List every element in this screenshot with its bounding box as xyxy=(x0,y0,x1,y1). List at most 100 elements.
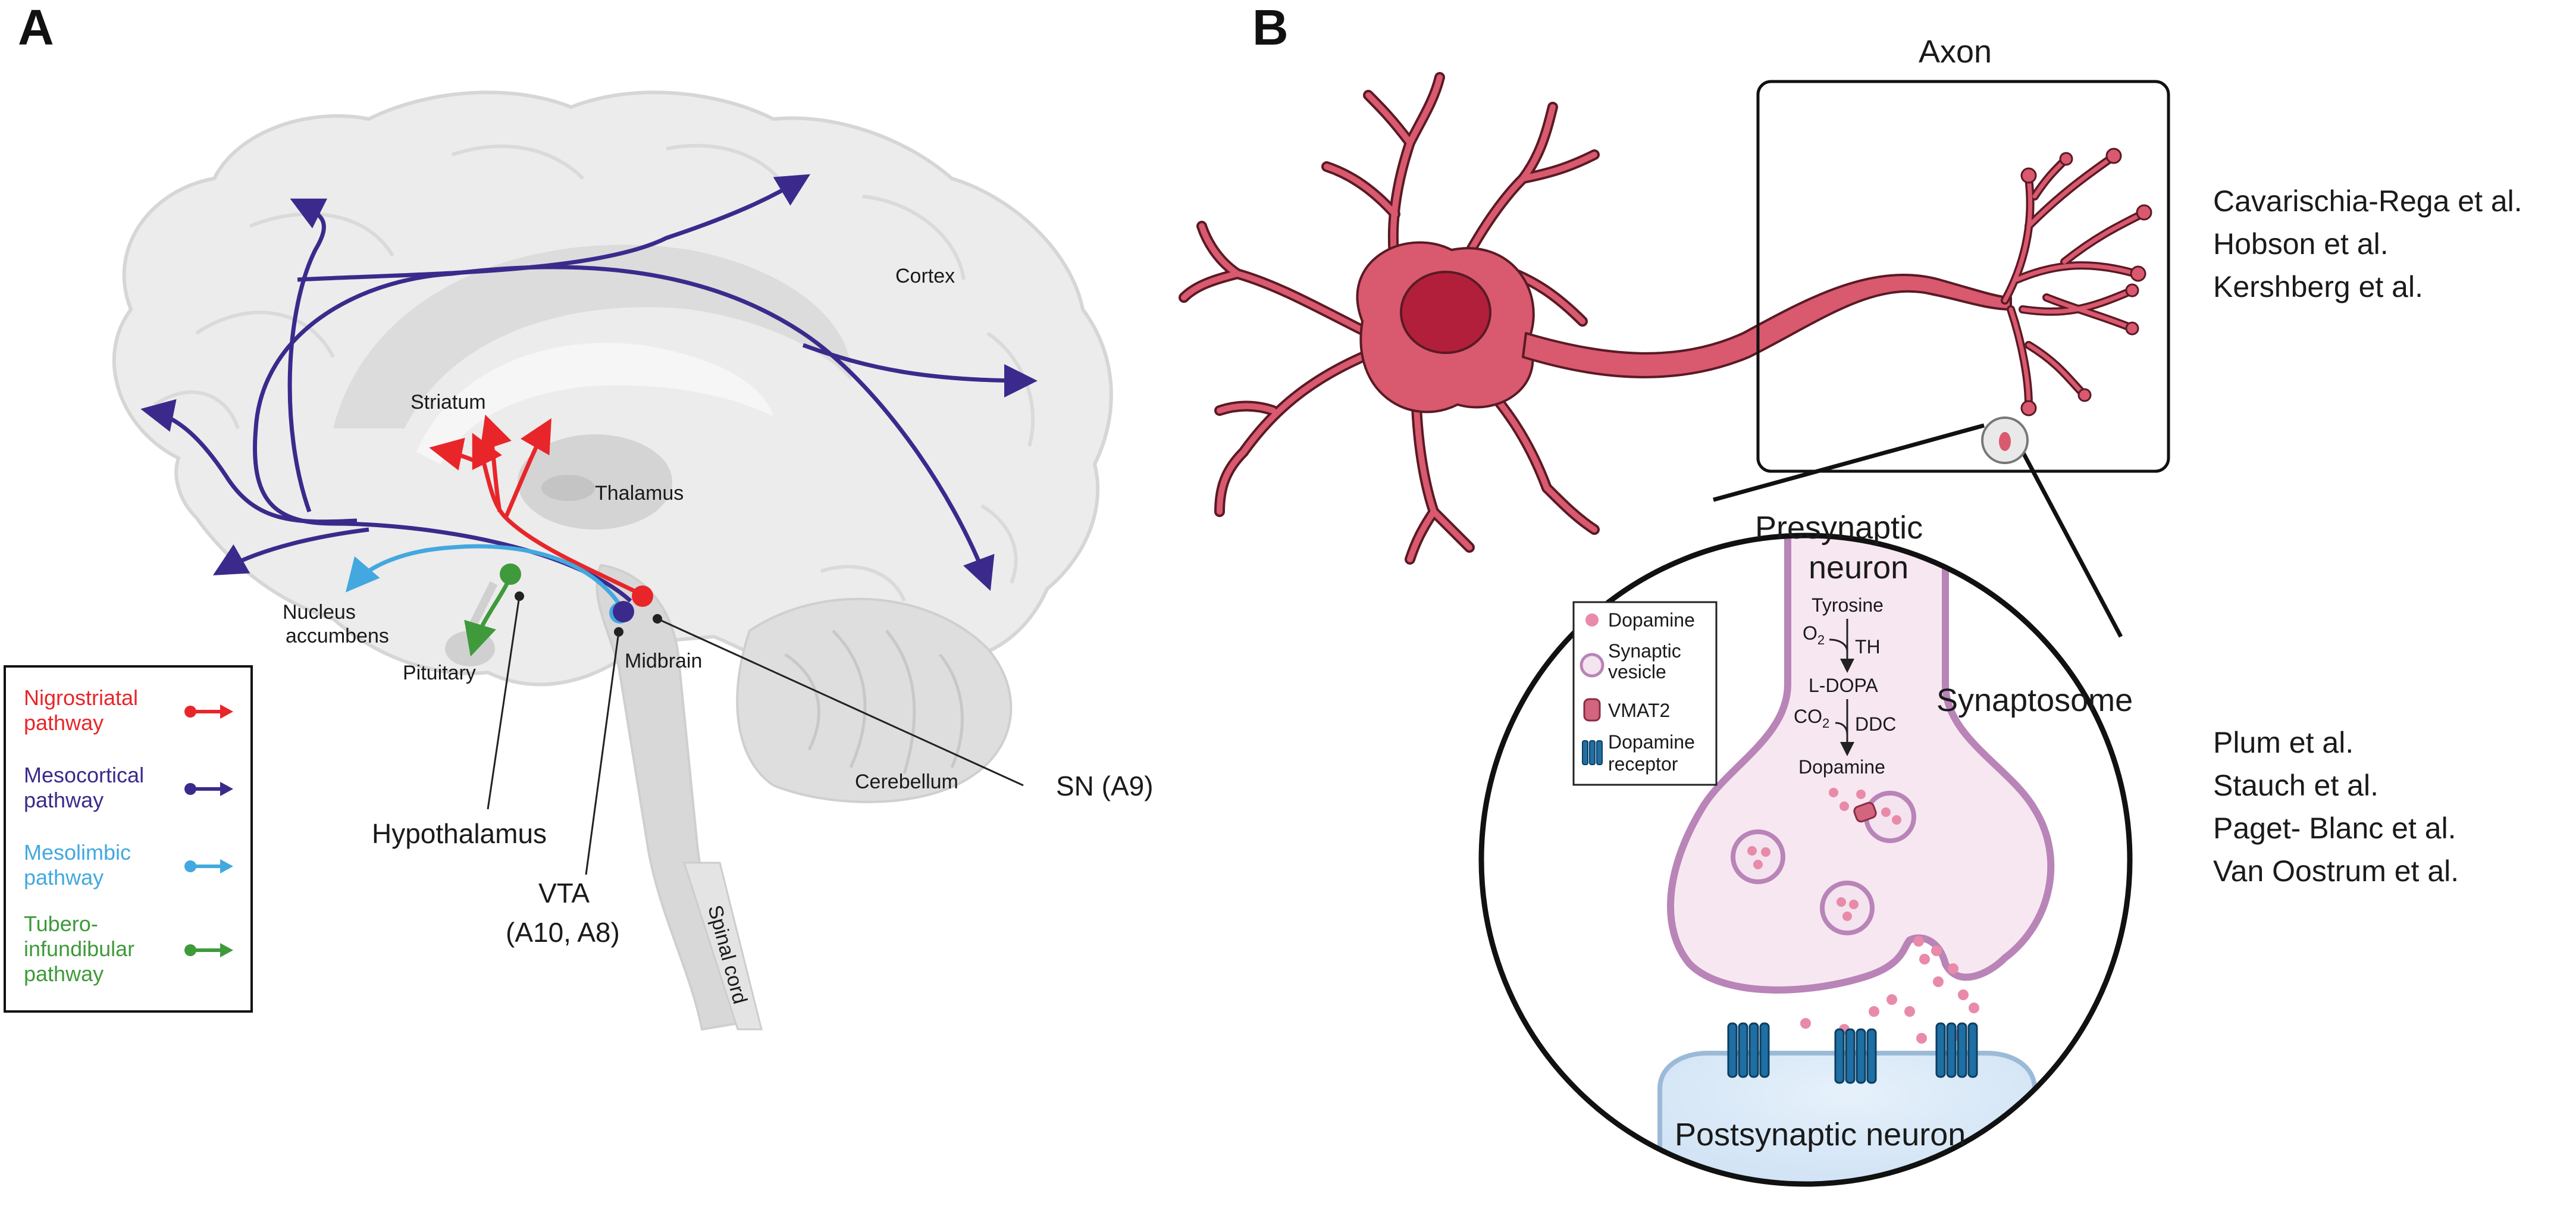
legend-dopamine-label: Dopamine xyxy=(1608,609,1695,631)
cerebrum-shape xyxy=(112,90,1113,690)
o2-label: O2 xyxy=(1803,622,1825,647)
corpus-callosum xyxy=(333,245,851,428)
co2-co: CO xyxy=(1794,706,1822,727)
reference-item: Kershberg et al. xyxy=(2213,270,2423,303)
sn-pointer-dot xyxy=(653,614,662,624)
references-top: Cavarischia-Rega et al.Hobson et al.Kers… xyxy=(2213,184,2522,303)
reference-item: Cavarischia-Rega et al. xyxy=(2213,184,2522,218)
vmat2-transporter xyxy=(1853,801,1877,823)
label-midbrain: Midbrain xyxy=(625,650,702,672)
tuberoinfundibular-origin-dot xyxy=(500,563,521,585)
label-nucleus-accumbens-1: Nucleus xyxy=(283,601,356,624)
pituitary-shape xyxy=(445,631,495,666)
o2-o: O xyxy=(1803,622,1817,644)
legend-item-dot xyxy=(184,944,196,956)
pointer-lines xyxy=(487,596,1024,875)
gyri-lines xyxy=(153,143,1035,602)
dopamine-receptors xyxy=(1727,1022,1978,1084)
label-cerebellum: Cerebellum xyxy=(855,771,958,793)
label-sn: SN (A9) xyxy=(1056,771,1154,801)
legend-dopamine-icon xyxy=(1585,613,1599,627)
legend-receptor-label-2: receptor xyxy=(1608,753,1678,775)
zoom-source-bouton xyxy=(1999,432,2011,451)
legend-vmat2-icon xyxy=(1583,698,1601,722)
ldopa-label: L-DOPA xyxy=(1809,675,1878,696)
label-cortex: Cortex xyxy=(895,265,955,287)
legend-vesicle-label-2: vesicle xyxy=(1608,661,1666,682)
label-vta-2: (A10, A8) xyxy=(506,917,620,948)
reference-item: Paget- Blanc et al. xyxy=(2213,812,2456,845)
ventricle xyxy=(416,343,773,464)
legend-item-label: Nigrostriatal xyxy=(24,685,138,710)
cerebellum-folia xyxy=(784,630,964,774)
synaptosome-label: Synaptosome xyxy=(1936,682,2133,718)
vesicle-dopamine xyxy=(1747,807,1901,921)
presynaptic-label-2: neuron xyxy=(1809,550,1909,585)
legend-receptor-icon xyxy=(1582,740,1603,765)
legend-item-label: Mesocortical xyxy=(24,763,144,787)
pathway-legend: NigrostriatalpathwayMesocorticalpathwayM… xyxy=(4,665,253,1013)
label-striatum: Striatum xyxy=(410,391,486,414)
postsynaptic-label: Postsynaptic neuron xyxy=(1675,1117,1966,1153)
released-dopamine xyxy=(1800,936,1979,1044)
sn-dot xyxy=(632,585,653,607)
panel-b-letter: B xyxy=(1252,0,1289,55)
axon-label: Axon xyxy=(1919,34,1992,70)
zoom-circle-border xyxy=(1478,533,2133,1187)
cerebellum-shape xyxy=(736,597,1013,803)
hypothalamus-pointer-dot xyxy=(515,591,524,601)
mesolimbic-pathway xyxy=(345,544,627,614)
o2-subscript: 2 xyxy=(1817,632,1825,647)
legend-item-label: pathway xyxy=(24,710,104,735)
legend-receptor-label-1: Dopamine xyxy=(1608,731,1695,753)
legend-item-dot xyxy=(184,860,196,872)
nigrostriatal-pathway xyxy=(429,414,644,597)
reference-item: Van Oostrum et al. xyxy=(2213,854,2459,888)
spinal-cord-shape xyxy=(682,862,763,1031)
legend-vmat2-label: VMAT2 xyxy=(1608,700,1670,721)
presynaptic-label-1: Presynaptic xyxy=(1755,510,1923,546)
dopamine-product-label: Dopamine xyxy=(1798,756,1885,778)
vta-dot xyxy=(613,601,634,622)
synapse-legend: Dopamine Synaptic vesicle VMAT2 Dopamine… xyxy=(1572,601,1718,786)
legend-item-label: Tubero- xyxy=(24,912,98,936)
legend-item-label: Mesolimbic xyxy=(24,840,131,865)
label-hypothalamus: Hypothalamus xyxy=(372,818,547,849)
thalamus-core xyxy=(541,475,595,501)
label-nucleus-accumbens-2: accumbens xyxy=(286,625,389,647)
legend-item-arrowhead xyxy=(220,943,233,957)
terminal-boutons xyxy=(2020,148,2152,416)
label-vta-1: VTA xyxy=(538,878,590,909)
label-thalamus: Thalamus xyxy=(595,482,684,505)
th-label: TH xyxy=(1855,636,1881,657)
label-pituitary: Pituitary xyxy=(403,662,476,684)
dopamine-synthesis-pathway xyxy=(1829,619,1854,756)
legend-box xyxy=(4,665,253,1013)
neuron-illustration xyxy=(1179,72,2152,565)
axon-shaft xyxy=(1522,274,2012,378)
legend-item-arrowhead xyxy=(220,704,233,719)
legend-vesicle-label-1: Synaptic xyxy=(1608,640,1681,662)
cell-nucleus xyxy=(1400,271,1491,354)
legend-item-label: infundibular xyxy=(24,937,134,961)
synaptic-vesicles xyxy=(1731,791,1916,935)
cytoplasmic-dopamine xyxy=(1829,788,1866,811)
legend-item-arrowhead xyxy=(220,782,233,796)
mesocortical-pathway xyxy=(140,174,1038,603)
co2-subscript: 2 xyxy=(1822,716,1829,731)
ddc-label: DDC xyxy=(1855,713,1896,735)
synapse-zoom: Tyrosine O2 TH L-DOPA CO2 DDC Dopamine P… xyxy=(1478,510,2133,1187)
reference-item: Stauch et al. xyxy=(2213,769,2378,802)
axon-box xyxy=(1756,80,2170,473)
reference-item: Plum et al. xyxy=(2213,726,2354,759)
legend-item-dot xyxy=(184,783,196,795)
brain-illustration xyxy=(112,90,1113,1031)
legend-item-arrowhead xyxy=(220,859,233,873)
references-bottom: Plum et al. Stauch et al. Paget- Blanc et … xyxy=(2213,726,2459,888)
tyrosine-label: Tyrosine xyxy=(1812,594,1884,616)
panel-a-letter: A xyxy=(18,0,54,55)
co2-label: CO2 xyxy=(1794,706,1829,731)
